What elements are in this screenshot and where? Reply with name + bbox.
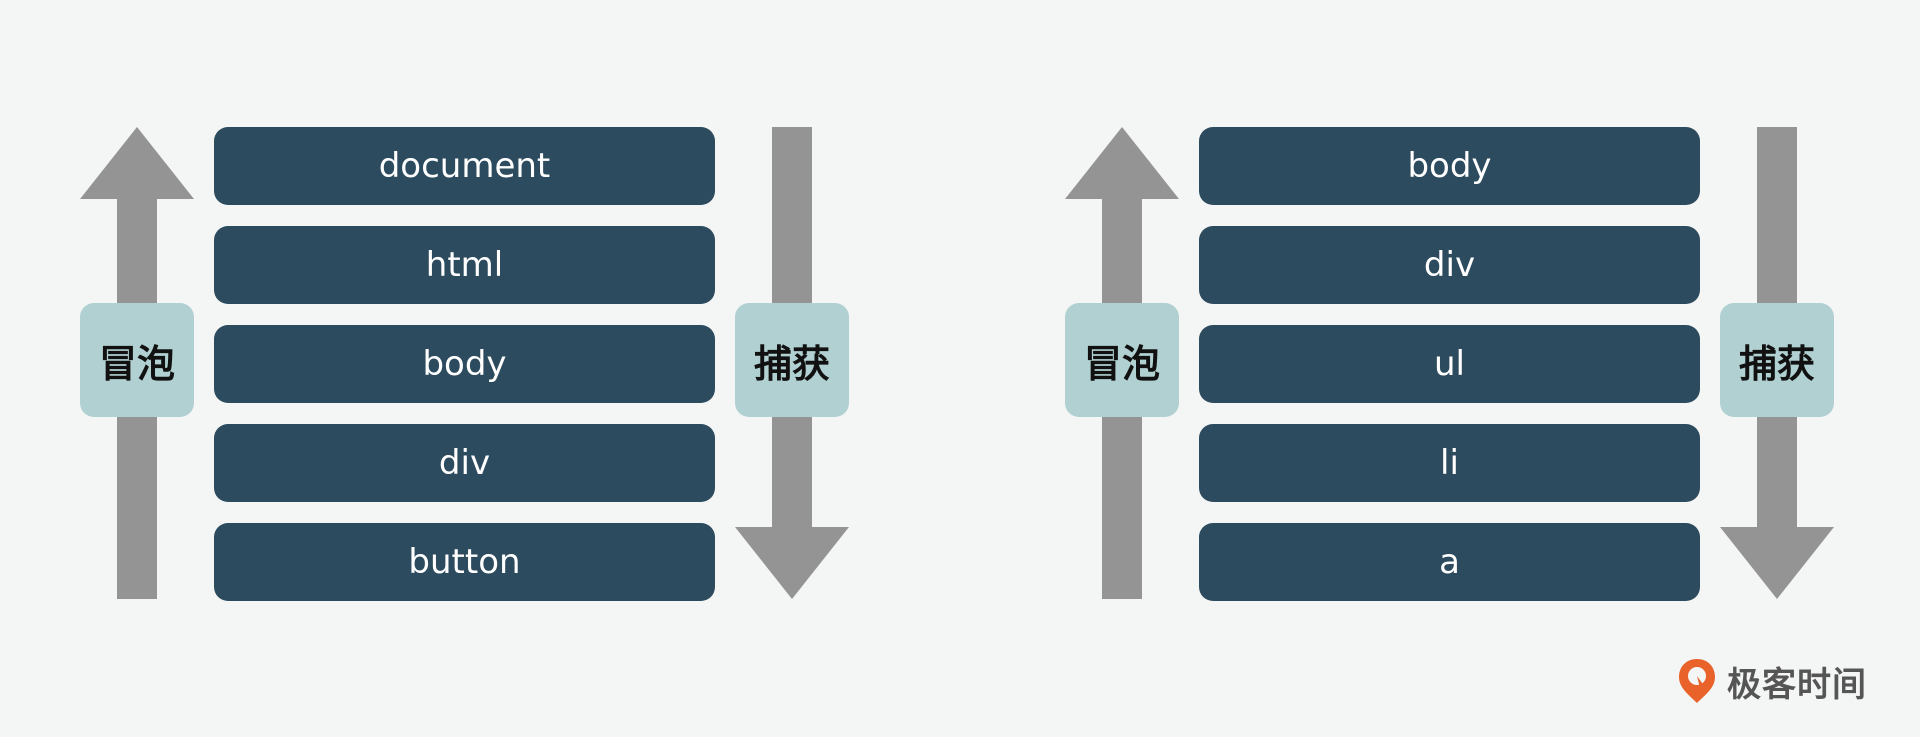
- dom-node-html: html: [214, 226, 715, 304]
- dom-node-div: div: [214, 424, 715, 502]
- dom-node-div: div: [1199, 226, 1700, 304]
- dom-node-document: document: [214, 127, 715, 205]
- dom-node-a: a: [1199, 523, 1700, 601]
- capture-phase-label: 捕获: [1720, 303, 1834, 417]
- brand-watermark: 极客时间: [1677, 657, 1867, 705]
- event-flow-diagram-right: 冒泡 body div ul li a 捕获: [985, 0, 1834, 737]
- bubble-phase-label: 冒泡: [80, 303, 194, 417]
- capture-phase-label: 捕获: [735, 303, 849, 417]
- geektime-logo-icon: [1679, 659, 1715, 703]
- dom-node-body: body: [1199, 127, 1700, 205]
- dom-node-button: button: [214, 523, 715, 601]
- dom-node-list: document html body div button: [214, 127, 715, 601]
- event-flow-diagram-left: 冒泡 document html body div button 捕获: [0, 0, 849, 737]
- dom-node-body: body: [214, 325, 715, 403]
- dom-node-list: body div ul li a: [1199, 127, 1700, 601]
- bubble-phase-label: 冒泡: [1065, 303, 1179, 417]
- dom-node-li: li: [1199, 424, 1700, 502]
- brand-name: 极客时间: [1727, 664, 1867, 705]
- dom-node-ul: ul: [1199, 325, 1700, 403]
